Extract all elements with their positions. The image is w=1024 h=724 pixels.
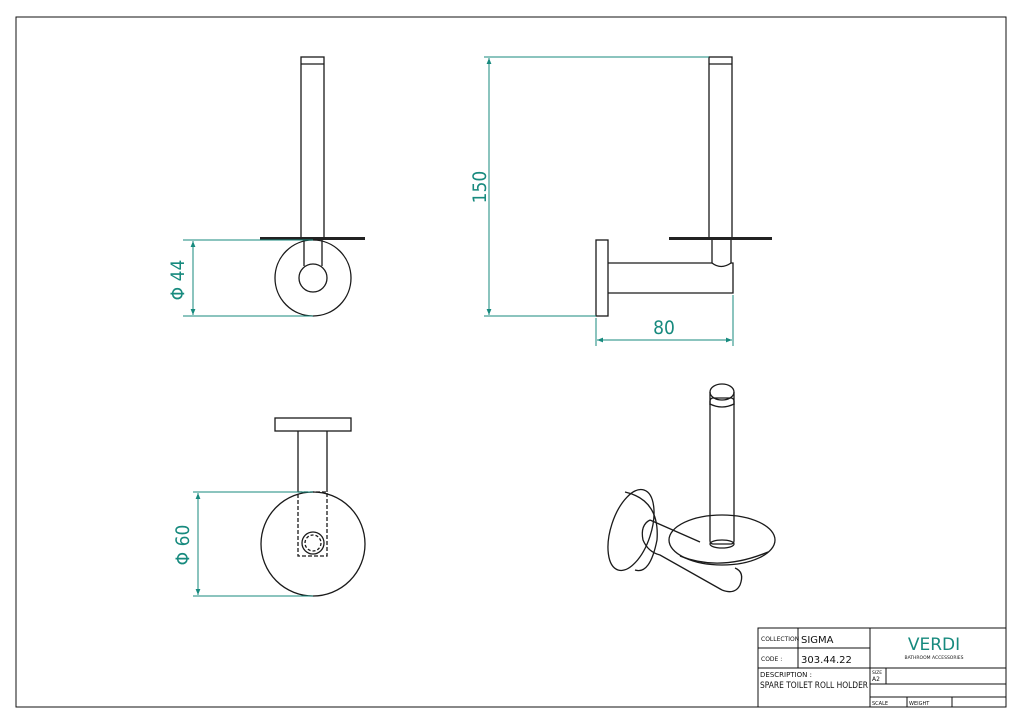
weight-label: WEIGHT xyxy=(909,701,930,707)
code-label: CODE : xyxy=(761,656,782,663)
code-value: 303.44.22 xyxy=(801,655,852,666)
scale-label: SCALE xyxy=(872,701,888,707)
brand-tagline: BATHROOM ACCESSORIES xyxy=(904,655,963,661)
bottom-view: Φ 60 xyxy=(172,417,366,597)
drawing-border xyxy=(15,16,1007,708)
dimension-diameter-44: Φ 44 xyxy=(167,260,189,301)
size-label: SIZE xyxy=(872,670,882,676)
isometric-view xyxy=(607,383,776,593)
size-value: A2 xyxy=(872,676,880,683)
collection-value: SIGMA xyxy=(801,635,834,646)
title-block: COLLECTION SIGMA CODE : 303.44.22 DESCRI… xyxy=(757,627,1007,708)
dimension-height-150: 150 xyxy=(469,171,491,204)
dimension-diameter-60: Φ 60 xyxy=(172,525,194,566)
collection-label: COLLECTION xyxy=(761,636,799,643)
brand-logo: VERDI xyxy=(908,635,960,655)
top-left-view: Φ 44 xyxy=(167,56,365,317)
description-label: DESCRIPTION : xyxy=(760,671,812,679)
dimension-depth-80: 80 xyxy=(653,317,675,339)
side-view: 150 80 xyxy=(469,56,772,346)
description-value: SPARE TOILET ROLL HOLDER xyxy=(760,681,868,691)
